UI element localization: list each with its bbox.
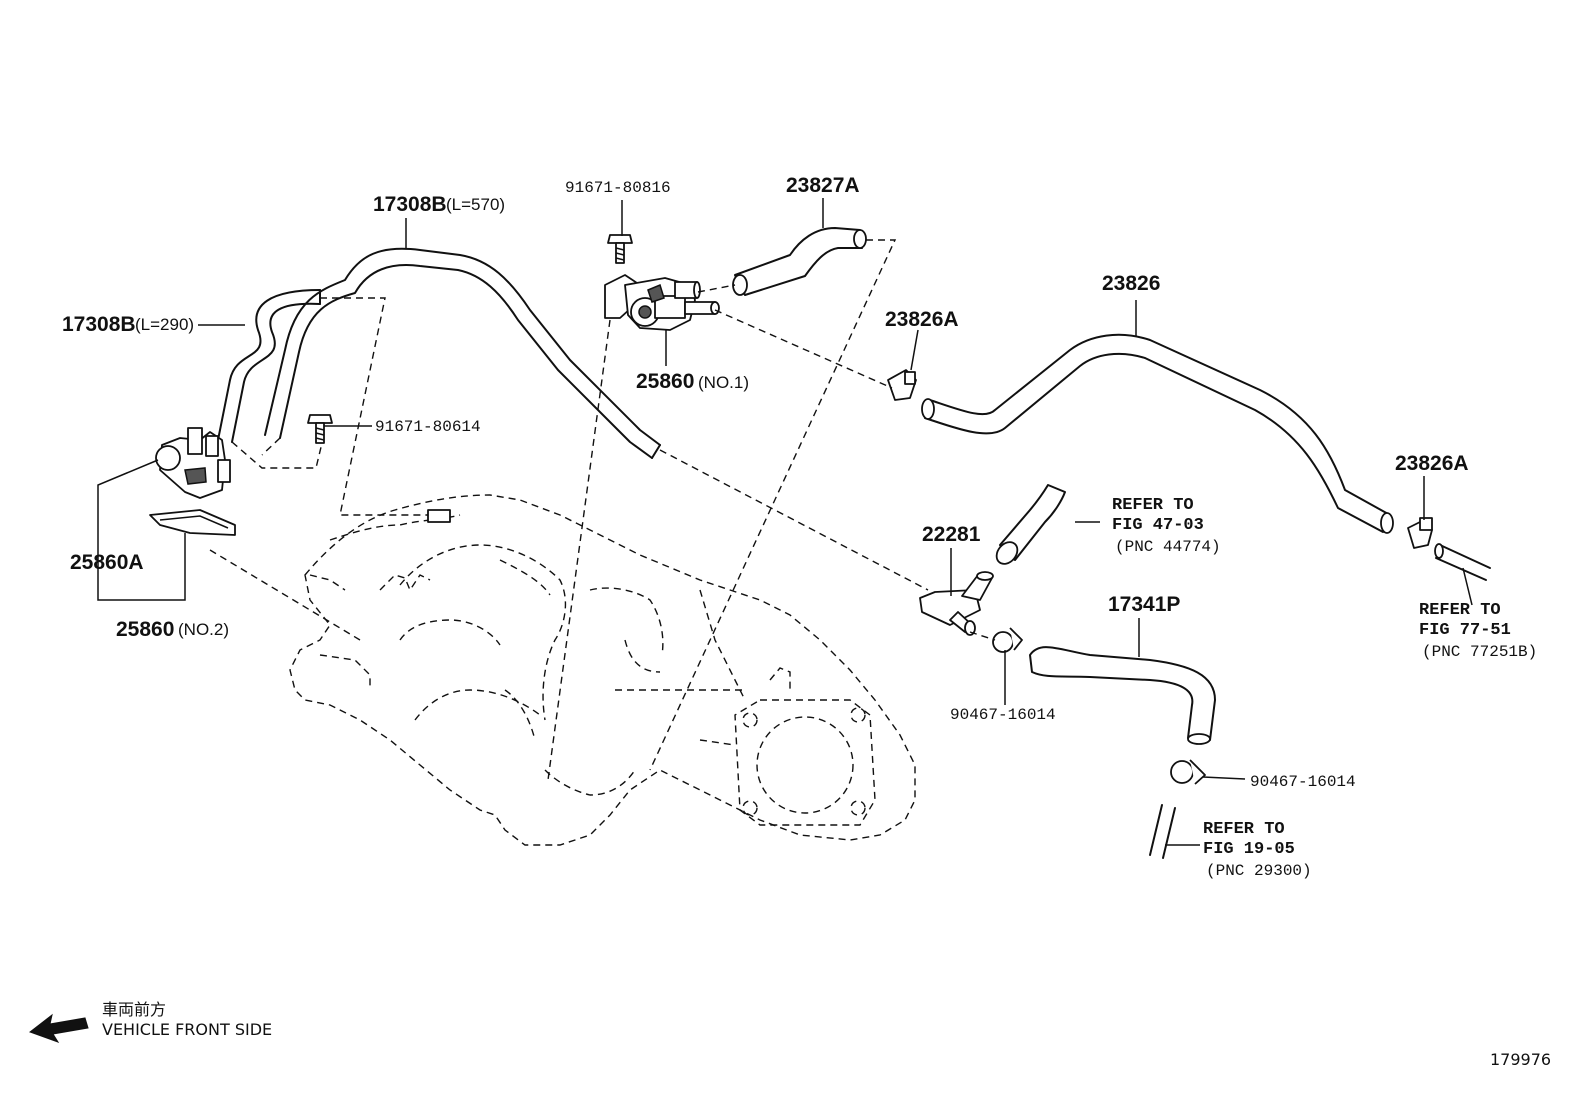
- label-17308b-570-length: (L=570): [446, 195, 505, 214]
- leader-lines: [97, 198, 1473, 846]
- bolt-91671-80816: [607, 234, 633, 264]
- label-25860-no1-note: (NO.1): [698, 373, 749, 392]
- label-23826a-upper: 23826A: [885, 308, 959, 331]
- bolt-91671-80614: [307, 414, 333, 444]
- hose-refer-47-03: [995, 484, 1066, 565]
- direction-label-en: VEHICLE FRONT SIDE: [102, 1020, 272, 1039]
- label-17308b-290: 17308B: [62, 313, 136, 336]
- bracket-25860-no2: [149, 509, 236, 536]
- label-22281: 22281: [922, 523, 981, 546]
- refer-19-05-line2: FIG 19-05: [1203, 840, 1295, 859]
- label-23827a: 23827A: [786, 174, 860, 197]
- direction-label-jp: 車両前方: [102, 1000, 166, 1019]
- pipe-refer-19-05: [1149, 804, 1176, 859]
- label-25860-no2-note: (NO.2): [178, 620, 229, 639]
- label-25860-no2: 25860: [116, 618, 174, 641]
- valve-22281: [919, 571, 994, 636]
- refer-77-51-line3: (PNC 77251B): [1422, 643, 1537, 661]
- refer-47-03-line3: (PNC 44774): [1115, 538, 1221, 556]
- hose-23826: [921, 333, 1394, 534]
- clamp-90467-16014-b: [1170, 759, 1206, 785]
- clamp-90467-16014-a: [992, 627, 1023, 653]
- label-90467-16014-b: 90467-16014: [1250, 773, 1356, 791]
- hose-23827a: [732, 227, 867, 296]
- label-25860a: 25860A: [70, 551, 144, 574]
- hose-17341p: [1029, 646, 1216, 745]
- label-91671-80614: 91671-80614: [375, 418, 481, 436]
- pipe-refer-77-51: [1434, 543, 1491, 581]
- arrow-left-icon: [28, 1013, 89, 1043]
- connection-lines: [209, 239, 996, 781]
- vsv-25860-no1: [604, 274, 720, 331]
- figure-id: 179976: [1490, 1050, 1551, 1069]
- refer-77-51-line1: REFER TO: [1419, 601, 1501, 620]
- label-23826: 23826: [1102, 272, 1160, 295]
- label-17341p: 17341P: [1108, 593, 1180, 616]
- vehicle-front-indicator: 車両前方 VEHICLE FRONT SIDE: [28, 1000, 272, 1043]
- refer-77-51-line2: FIG 77-51: [1419, 621, 1511, 640]
- hose-17308b-570: [264, 247, 661, 459]
- intake-manifold-outline: [289, 494, 916, 846]
- clamp-23826a-upper: [887, 369, 917, 401]
- refer-19-05-line3: (PNC 29300): [1206, 862, 1312, 880]
- label-90467-16014-a: 90467-16014: [950, 706, 1056, 724]
- label-91671-80816: 91671-80816: [565, 179, 671, 197]
- label-17308b-570: 17308B: [373, 193, 447, 216]
- manifold-port-nipple: [427, 509, 451, 523]
- refer-47-03-line1: REFER TO: [1112, 496, 1194, 515]
- refer-19-05-line1: REFER TO: [1203, 820, 1285, 839]
- label-25860-no1: 25860: [636, 370, 694, 393]
- label-17308b-290-length: (L=290): [135, 315, 194, 334]
- label-23826a-lower: 23826A: [1395, 452, 1469, 475]
- refer-47-03-line2: FIG 47-03: [1112, 516, 1204, 535]
- vsv-25860a: [155, 427, 231, 499]
- clamp-23826a-lower: [1407, 517, 1433, 549]
